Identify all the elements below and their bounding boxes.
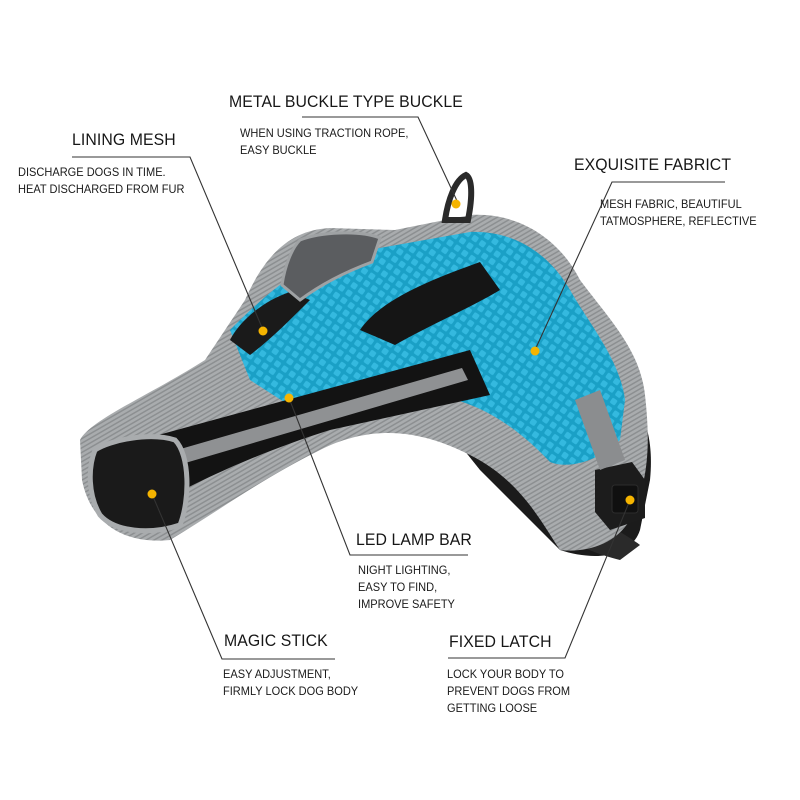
callout-markers: [147, 199, 635, 505]
callout-fabric-title: EXQUISITE FABRICT: [574, 155, 732, 174]
callout-buckle-title: METAL BUCKLE TYPE BUCKLE: [229, 92, 463, 111]
callout-led-desc: NIGHT LIGHTING, EASY TO FIND, IMPROVE SA…: [358, 563, 455, 611]
marker-buckle: [451, 199, 461, 209]
marker-fabric: [530, 346, 540, 356]
callout-lining-desc: DISCHARGE DOGS IN TIME. HEAT DISCHARGED …: [18, 165, 185, 196]
leader-lines: [72, 116, 725, 660]
callout-led-title: LED LAMP BAR: [356, 530, 472, 549]
callout-latch-desc: LOCK YOUR BODY TO PREVENT DOGS FROM GETT…: [447, 667, 571, 715]
callout-buckle-desc: WHEN USING TRACTION ROPE, EASY BUCKLE: [240, 126, 409, 157]
callout-fabric-desc: MESH FABRIC, BEAUTIFUL TATMOSPHERE, REFL…: [600, 197, 757, 228]
harness-body: [80, 171, 648, 551]
marker-led: [284, 393, 294, 403]
marker-lining: [258, 326, 268, 336]
callout-magic-title: MAGIC STICK: [224, 631, 328, 650]
marker-latch: [625, 495, 635, 505]
marker-magic: [147, 489, 157, 499]
callout-latch-title: FIXED LATCH: [449, 632, 552, 651]
callout-lining-title: LINING MESH: [72, 130, 176, 149]
callout-magic-desc: EASY ADJUSTMENT, FIRMLY LOCK DOG BODY: [223, 667, 359, 698]
